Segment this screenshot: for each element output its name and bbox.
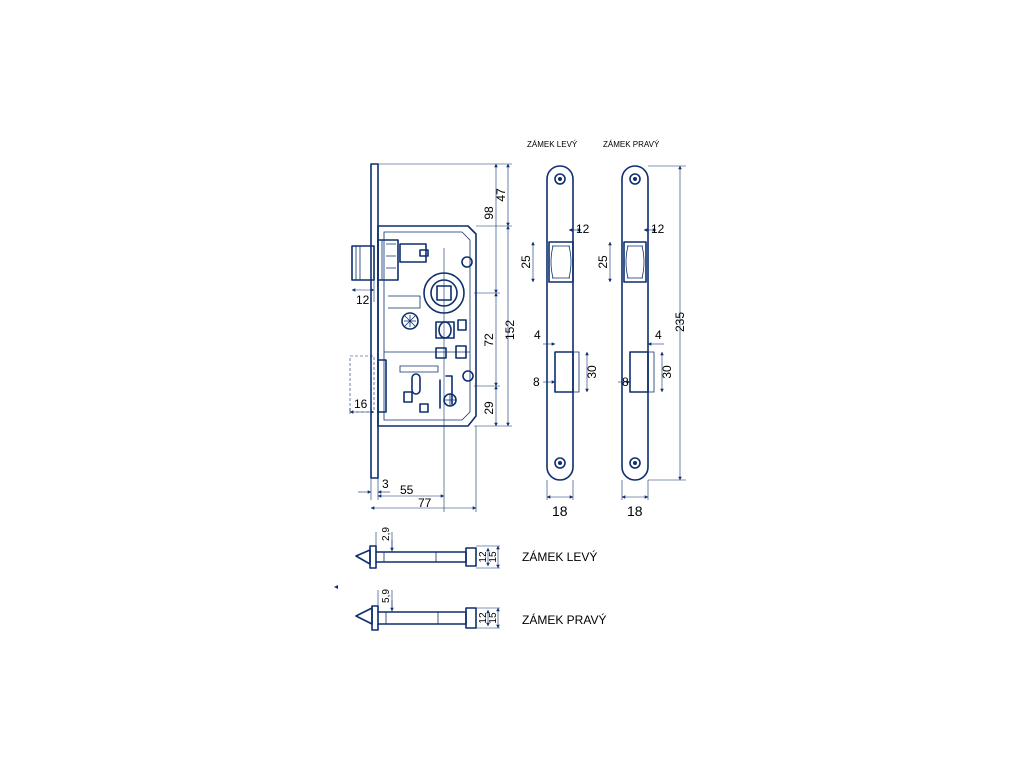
dim-12-bottom-left: 12 — [478, 551, 489, 563]
strike-right-dim-lines — [608, 165, 686, 500]
main-dimension-lines — [349, 163, 510, 510]
dim-12-latch: 12 — [356, 293, 370, 307]
caption-zamek-levy-bottom: ZÁMEK LEVÝ — [522, 549, 597, 564]
dim-25-right: 25 — [596, 255, 610, 269]
dim-15-bottom-right: 15 — [488, 612, 499, 624]
dim-235: 235 — [673, 312, 687, 332]
strike-plate-right: ZÁMEK PRAVÝ — [603, 140, 660, 481]
lock-case — [377, 225, 477, 427]
dim-30-right: 30 — [660, 365, 674, 379]
dim-98: 98 — [482, 206, 496, 220]
dim-12-bottom-right: 12 — [478, 612, 489, 624]
dim-4-right: 4 — [655, 328, 662, 342]
dim-5-9: 5,9 — [381, 589, 392, 603]
main-dimension-labels: 98 47 152 72 29 12 16 3 55 77 — [354, 188, 517, 510]
dim-18-left: 18 — [552, 503, 568, 519]
dim-3: 3 — [382, 477, 389, 491]
dim-29: 29 — [482, 401, 496, 415]
dim-72: 72 — [482, 333, 496, 347]
strike-plate-left: ZÁMEK LEVÝ — [527, 140, 580, 481]
dim-25-left: 25 — [519, 255, 533, 269]
strike-right-dim-labels: 12 25 4 8 30 235 18 — [596, 222, 687, 519]
dim-47: 47 — [494, 188, 508, 202]
dim-12-right: 12 — [651, 222, 665, 236]
latch-detail-right: 5,9 12 15 ZÁMEK PRAVÝ — [334, 585, 606, 631]
internal-mechanism — [384, 243, 470, 413]
dim-4-left: 4 — [534, 328, 541, 342]
dim-12-left: 12 — [576, 222, 590, 236]
latch-bolt — [351, 239, 399, 281]
dim-15-bottom-left: 15 — [488, 551, 499, 563]
dim-16: 16 — [354, 397, 368, 411]
strike-left-dim-labels: 12 25 4 8 30 18 — [519, 222, 599, 519]
dim-30-left: 30 — [585, 365, 599, 379]
case-screw-holes — [401, 256, 474, 382]
dim-55: 55 — [400, 483, 414, 497]
caption-zamek-pravy-bottom: ZÁMEK PRAVÝ — [522, 612, 606, 627]
caption-zamek-pravy-top: ZÁMEK PRAVÝ — [603, 140, 660, 149]
latch-detail-left: 2,9 12 15 ZÁMEK LEVÝ — [355, 527, 597, 569]
dim-77: 77 — [418, 496, 432, 510]
caption-zamek-levy-top: ZÁMEK LEVÝ — [527, 140, 578, 149]
dim-2-9: 2,9 — [381, 527, 392, 541]
reference-lines — [349, 163, 512, 512]
dim-8-right: 8 — [622, 375, 629, 389]
lock-body-drawing — [349, 163, 512, 512]
strike-left-dim-lines — [531, 228, 589, 500]
faceplate — [370, 163, 379, 479]
dim-152: 152 — [503, 320, 517, 340]
dim-18-right: 18 — [627, 503, 643, 519]
dim-8-left: 8 — [533, 375, 540, 389]
